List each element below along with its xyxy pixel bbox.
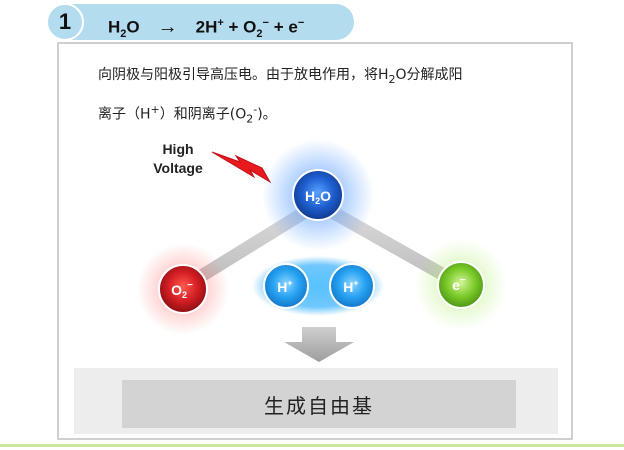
header-bar [62, 4, 354, 40]
description-text: 向阴极与阳极引导高压电。由于放电作用，将H2O分解成阳 离子（H+）和阴离子(O… [98, 60, 558, 134]
hydrogen-ion-node-1 [263, 263, 309, 309]
hydrogen-ion-label-2: H+ [343, 278, 358, 295]
description-line-2: 离子（H+）和阴离子(O2-)。 [98, 102, 277, 126]
reaction-arrow: → [157, 15, 178, 38]
lightning-bolt-icon [211, 151, 272, 184]
step-number-badge: 1 [46, 3, 84, 41]
oxygen-ion-label: O2− [171, 280, 193, 300]
description-line-1: 向阴极与阳极引导高压电。由于放电作用，将H2O分解成阳 [98, 67, 463, 86]
result-box: 生成自由基 [122, 380, 516, 428]
reaction-equation: H2O→2H+ + O2− + e− [108, 15, 305, 41]
water-molecule-node [292, 169, 344, 221]
down-arrow-icon [284, 327, 354, 362]
bottom-accent-line [0, 444, 624, 447]
result-label: 生成自由基 [264, 393, 374, 418]
hydrogen-ion-node-2 [329, 263, 375, 309]
high-voltage-label: High Voltage [153, 141, 203, 176]
water-molecule-label: H2O [305, 188, 331, 206]
oxygen-ion-node [158, 264, 208, 314]
hydrogen-ion-label-1: H+ [277, 278, 292, 295]
electron-label: e− [452, 275, 466, 293]
electron-node [437, 261, 485, 309]
